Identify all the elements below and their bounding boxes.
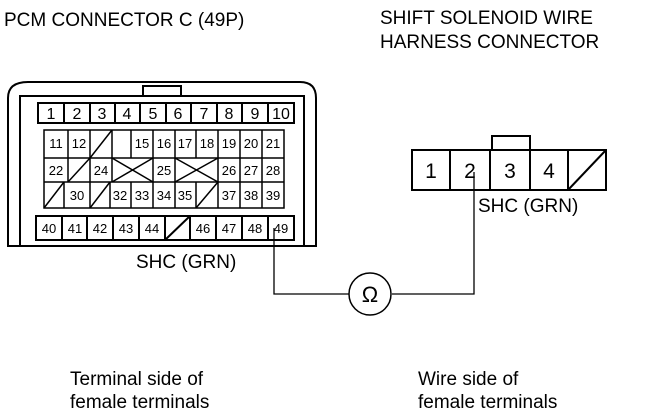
pcm-housing-inner — [19, 95, 305, 246]
pcm-pin: 10 — [272, 106, 290, 123]
harness-caption-line1: Wire side of — [418, 369, 519, 390]
pcm-pin: 18 — [200, 136, 214, 151]
pcm-pin: 38 — [244, 188, 258, 203]
pcm-pin: 28 — [266, 163, 280, 178]
pcm-pin: 5 — [149, 106, 158, 123]
harness-wire-label: SHC (GRN) — [478, 196, 578, 217]
pcm-pin: 20 — [244, 136, 258, 151]
pcm-pin-49: 49 — [274, 221, 288, 236]
pcm-caption-line2: female terminals — [70, 392, 209, 413]
pcm-pin: 41 — [68, 221, 82, 236]
harness-connector — [411, 135, 607, 191]
pcm-pin: 35 — [178, 188, 192, 203]
pcm-pin-labels: 1 2 3 4 5 6 7 8 9 10 11 12 15 16 17 18 1… — [42, 106, 290, 236]
harness-blocked-cavity — [567, 149, 607, 191]
pcm-connector — [7, 81, 317, 247]
pcm-pin: 17 — [178, 136, 192, 151]
pcm-pin: 43 — [119, 221, 133, 236]
test-leads — [273, 172, 475, 295]
pcm-latch — [142, 85, 182, 96]
pcm-pin: 11 — [49, 136, 63, 151]
harness-caption-line2: female terminals — [418, 392, 557, 413]
harness-title-line2: HARNESS CONNECTOR — [380, 32, 599, 53]
harness-pin-2: 2 — [464, 160, 476, 183]
pcm-connector-title: PCM CONNECTOR C (49P) — [4, 10, 244, 31]
pcm-pin: 4 — [123, 106, 132, 123]
pcm-pin: 12 — [72, 136, 86, 151]
pcm-pin: 40 — [42, 221, 56, 236]
pcm-pin: 21 — [266, 136, 280, 151]
test-lead-harness — [392, 172, 475, 295]
harness-title-line1: SHIFT SOLENOID WIRE — [380, 8, 593, 29]
pcm-pin: 42 — [93, 221, 107, 236]
ohmmeter-icon — [348, 272, 392, 316]
pcm-pin: 24 — [94, 163, 108, 178]
pcm-pin: 37 — [222, 188, 236, 203]
pcm-pin: 22 — [49, 163, 63, 178]
harness-pin: 4 — [543, 160, 555, 183]
pcm-wire-label: SHC (GRN) — [136, 252, 236, 273]
pcm-pin: 19 — [222, 136, 236, 151]
pcm-pin: 46 — [196, 221, 210, 236]
harness-pin: 1 — [425, 160, 437, 183]
ohm-symbol: Ω — [362, 282, 378, 307]
pcm-pin: 8 — [225, 106, 234, 123]
pcm-row1-box — [37, 102, 295, 124]
pcm-pin: 25 — [157, 163, 171, 178]
pcm-pin: 34 — [157, 188, 171, 203]
pcm-pin: 32 — [113, 188, 127, 203]
pcm-pin: 15 — [135, 136, 149, 151]
pcm-pin: 39 — [266, 188, 280, 203]
test-lead-pcm — [273, 228, 350, 295]
harness-housing — [411, 149, 607, 191]
harness-pin: 3 — [504, 160, 516, 183]
pcm-row5-box — [35, 215, 295, 241]
pcm-pin: 26 — [222, 163, 236, 178]
pcm-pin: 3 — [98, 106, 107, 123]
pcm-pin: 27 — [244, 163, 258, 178]
pcm-pin: 2 — [73, 106, 82, 123]
pcm-pin: 1 — [47, 106, 56, 123]
pcm-pin: 30 — [70, 188, 84, 203]
pcm-pin: 6 — [174, 106, 183, 123]
pcm-pin: 48 — [248, 221, 262, 236]
harness-pin-labels: 1 2 3 4 — [425, 160, 555, 183]
pcm-pin: 33 — [135, 188, 149, 203]
pcm-pin: 44 — [145, 221, 159, 236]
harness-latch — [491, 135, 531, 150]
pcm-housing-outline — [7, 81, 317, 247]
pcm-caption-line1: Terminal side of — [70, 369, 204, 390]
pcm-pin: 9 — [251, 106, 260, 123]
pcm-inner-grid — [43, 129, 285, 209]
pcm-pin: 7 — [200, 106, 209, 123]
pcm-pin: 47 — [222, 221, 236, 236]
pcm-pin: 16 — [157, 136, 171, 151]
